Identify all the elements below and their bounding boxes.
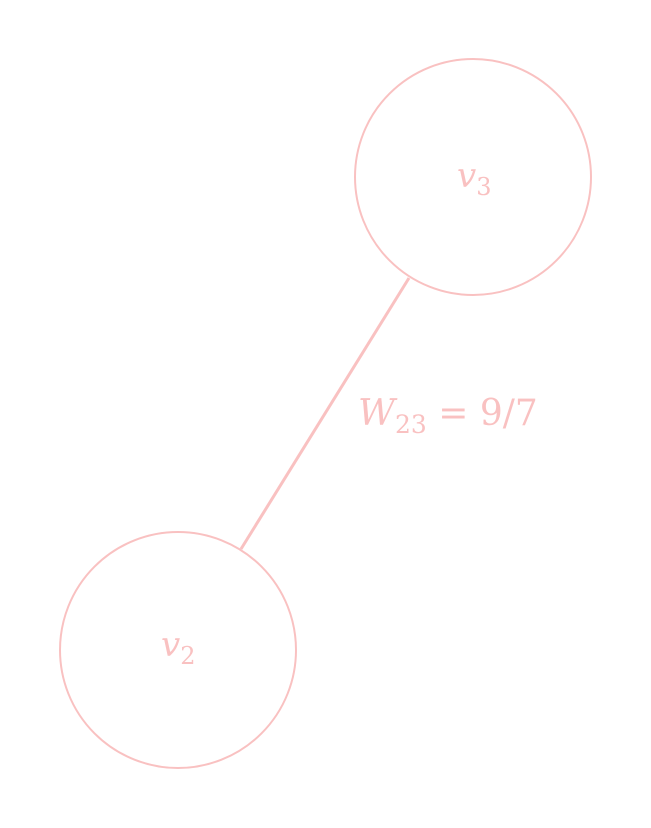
node-v2-circle xyxy=(59,531,297,769)
node-v3-symbol: v xyxy=(457,156,476,196)
edge-line-v2-v3 xyxy=(239,277,411,550)
node-v3-subscript: 3 xyxy=(476,173,491,201)
edge-weight-symbol: W xyxy=(358,393,398,434)
edge-weight-label: W23 = 9/7 xyxy=(358,393,538,439)
node-v3-circle xyxy=(354,58,592,296)
node-v2: v2 xyxy=(59,531,297,769)
node-v2-label: v2 xyxy=(161,625,196,670)
node-v2-subscript: 2 xyxy=(180,642,195,670)
node-v3: v3 xyxy=(354,58,592,296)
node-v3-label: v3 xyxy=(457,156,492,201)
edge-v2-v3: W23 = 9/7 xyxy=(239,277,538,550)
edge-weight-value: = 9/7 xyxy=(427,393,538,434)
edge-weight-subscript: 23 xyxy=(395,410,427,439)
node-v2-symbol: v xyxy=(161,625,180,665)
